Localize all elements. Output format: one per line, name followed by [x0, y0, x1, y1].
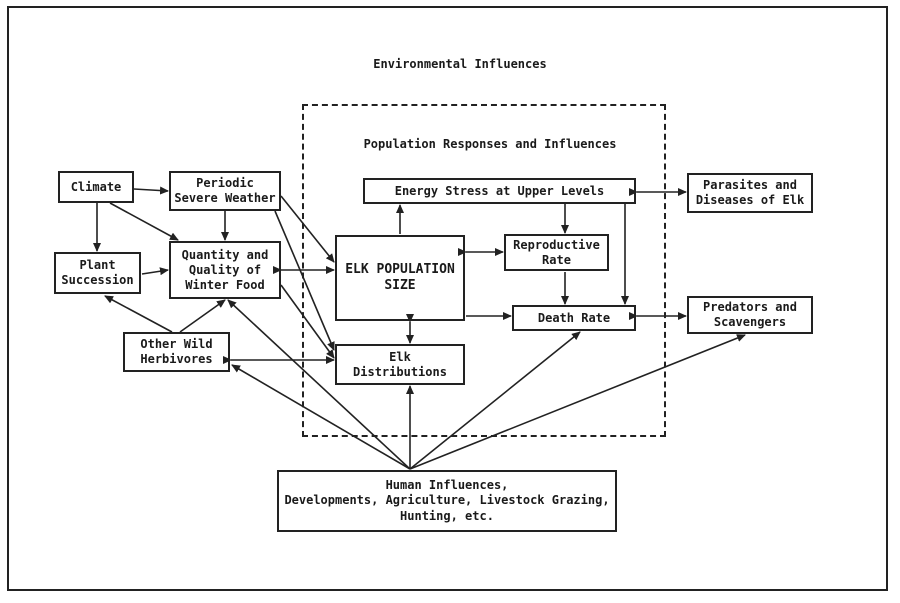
predators-scavengers-node: Predators and Scavengers — [687, 296, 813, 334]
energy-stress-node: Energy Stress at Upper Levels — [363, 178, 636, 204]
environmental-influences-title: Environmental Influences — [373, 57, 547, 71]
arrow-human-herbivores — [231, 364, 411, 470]
plant-succession-node: Plant Succession — [54, 252, 141, 294]
arrow-human-predators — [409, 334, 746, 470]
reproductive-rate-node: Reproductive Rate — [504, 234, 609, 271]
climate-node: Climate — [58, 171, 134, 203]
parasites-diseases-node: Parasites and Diseases of Elk — [687, 173, 813, 213]
winter-food-node: Quantity and Quality of Winter Food — [169, 241, 281, 299]
arrow-herbivores-plant — [104, 295, 173, 333]
elk-population-size-node: ELK POPULATION SIZE — [335, 235, 465, 321]
population-responses-title: Population Responses and Influences — [363, 137, 617, 151]
arrow-food-distributions — [280, 284, 335, 359]
arrow-herbivores-food — [179, 299, 226, 333]
arrow-human-death — [409, 331, 581, 470]
outer-frame — [7, 6, 888, 591]
arrow-climate-food — [109, 202, 179, 241]
other-wild-herbivores-node: Other Wild Herbivores — [123, 332, 230, 372]
arrow-weather-population — [280, 195, 335, 263]
elk-distributions-node: Elk Distributions — [335, 344, 465, 385]
arrow-plant-food — [141, 267, 169, 276]
human-influences-node: Human Influences, Developments, Agricult… — [277, 470, 617, 532]
arrow-human-food — [227, 299, 411, 470]
arrow-weather-distributions — [274, 210, 335, 351]
arrow-climate-weather — [133, 186, 169, 195]
death-rate-node: Death Rate — [512, 305, 636, 331]
periodic-severe-weather-node: Periodic Severe Weather — [169, 171, 281, 211]
